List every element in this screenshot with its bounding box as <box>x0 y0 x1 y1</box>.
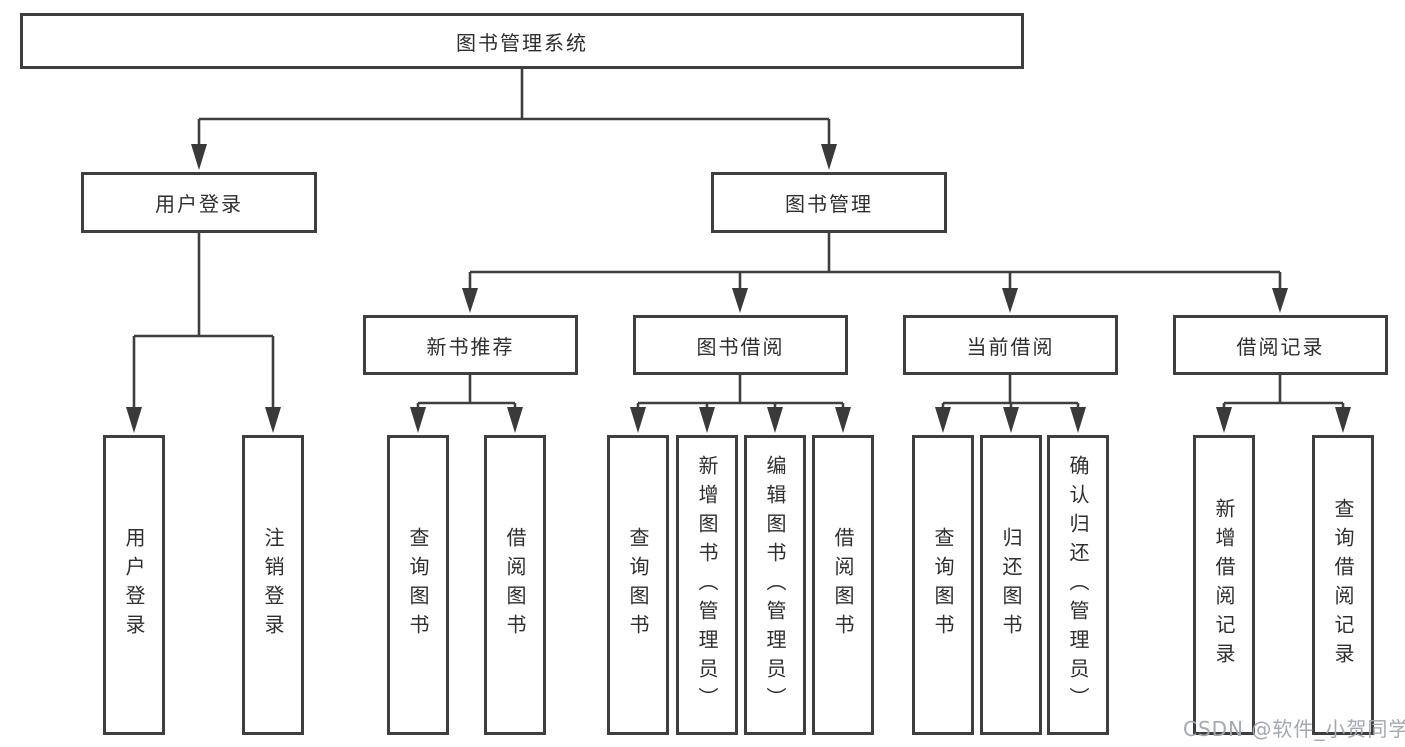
node-confirm-return-admin-label: 确认归还（管理员） <box>1066 454 1090 716</box>
node-edit-book-admin-label: 编辑图书（管理员） <box>763 454 787 716</box>
node-user-login-label: 用户登录 <box>155 192 243 216</box>
node-query-books-recommend: 查询图书 <box>387 435 449 735</box>
node-logout: 注销登录 <box>242 435 304 735</box>
node-add-borrow-record: 新增借阅记录 <box>1193 435 1255 735</box>
node-new-book-recommend: 新书推荐 <box>363 315 578 375</box>
node-book-borrow: 图书借阅 <box>633 315 848 375</box>
node-edit-book-admin: 编辑图书（管理员） <box>744 435 806 735</box>
node-borrow-books-borrow: 借阅图书 <box>812 435 874 735</box>
node-borrow-books-recommend-label: 借阅图书 <box>503 527 527 643</box>
node-borrow-records-label: 借阅记录 <box>1236 334 1325 359</box>
node-book-borrow-label: 图书借阅 <box>696 334 785 359</box>
node-query-books-current-label: 查询图书 <box>931 527 955 643</box>
node-return-book: 归还图书 <box>980 435 1042 735</box>
node-user-login-action-label: 用户登录 <box>122 527 146 643</box>
node-query-books-borrow: 查询图书 <box>607 435 669 735</box>
node-query-books-recommend-label: 查询图书 <box>406 527 430 643</box>
node-borrow-books-recommend: 借阅图书 <box>484 435 546 735</box>
node-add-borrow-record-label: 新增借阅记录 <box>1212 498 1236 672</box>
node-return-book-label: 归还图书 <box>999 527 1023 643</box>
node-borrow-records: 借阅记录 <box>1173 315 1388 375</box>
node-logout-label: 注销登录 <box>261 527 285 643</box>
arrowheads <box>126 144 1351 433</box>
node-library-system: 图书管理系统 <box>20 13 1024 69</box>
node-new-book-recommend-label: 新书推荐 <box>426 334 515 359</box>
node-current-borrow: 当前借阅 <box>903 315 1118 375</box>
node-book-management-label: 图书管理 <box>785 192 873 216</box>
node-add-book-admin: 新增图书（管理员） <box>676 435 738 735</box>
node-add-book-admin-label: 新增图书（管理员） <box>695 454 719 716</box>
node-book-management: 图书管理 <box>711 172 947 233</box>
node-query-books-current: 查询图书 <box>912 435 974 735</box>
node-confirm-return-admin: 确认归还（管理员） <box>1047 435 1109 735</box>
node-user-login-action: 用户登录 <box>103 435 165 735</box>
node-borrow-books-borrow-label: 借阅图书 <box>831 527 855 643</box>
node-library-system-label: 图书管理系统 <box>456 30 588 55</box>
node-query-borrow-record-label: 查询借阅记录 <box>1331 498 1355 672</box>
node-user-login: 用户登录 <box>81 172 317 233</box>
node-current-borrow-label: 当前借阅 <box>966 334 1055 359</box>
node-query-books-borrow-label: 查询图书 <box>626 527 650 643</box>
watermark: CSDN @软件_小贺同学 <box>1183 717 1405 741</box>
node-query-borrow-record: 查询借阅记录 <box>1312 435 1374 735</box>
